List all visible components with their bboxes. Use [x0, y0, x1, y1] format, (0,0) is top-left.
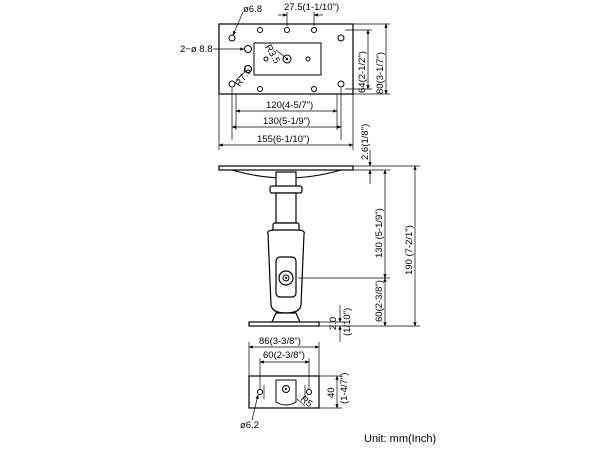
label-height-190: 190 (7-2/1"): [404, 225, 415, 275]
label-width-120: 120(4-5/7"): [266, 100, 313, 111]
label-width-155: 155(6-1/10"): [257, 134, 310, 145]
label-base-thickness: 2.0: [328, 317, 339, 330]
bottom-hole: [306, 389, 312, 395]
label-inner-height: 64(2-1/2"): [357, 51, 368, 93]
label-bottom-hole-dia: ø6.2: [240, 420, 259, 431]
label-height-40-in: (1-4/7"): [339, 373, 350, 404]
corner-hole: [228, 34, 236, 42]
label-outer-height: 80(3-1/7"): [375, 52, 386, 94]
side-view: [218, 150, 420, 342]
label-height-130: 130 (5-1/9"): [374, 208, 385, 258]
label-height-60: 60(2-3/8"): [374, 280, 385, 322]
bottom-hole: [257, 389, 263, 395]
label-top-hole-dia: ø6.8: [243, 4, 262, 15]
top-plate-slot: [253, 42, 322, 76]
pitch-hole: [284, 27, 290, 33]
bottom-plate-view: [248, 342, 342, 421]
mount-hole: [244, 65, 252, 73]
side-collar: [269, 185, 303, 194]
mount-hole: [244, 45, 252, 53]
center-hole: [282, 54, 292, 64]
side-base-plate: [248, 321, 320, 327]
pitch-hole: [311, 86, 317, 92]
side-top-plate: [218, 165, 354, 171]
top-plate-view: [213, 11, 390, 150]
label-base-thickness-in: (1/10"): [342, 308, 353, 336]
label-mount-holes: 2−ø 8.8: [180, 44, 212, 55]
label-width-60: 60(2-3/8"): [263, 350, 305, 361]
side-pole: [275, 192, 297, 224]
pitch-hole: [257, 27, 263, 33]
corner-hole: [337, 34, 345, 42]
corner-hole: [228, 80, 236, 88]
pitch-hole: [311, 27, 317, 33]
label-height-40: 40: [326, 387, 337, 398]
label-hole-pitch: 27.5(1-1/10"): [284, 2, 339, 13]
unit-note: Unit: mm(Inch): [364, 433, 436, 445]
corner-hole: [337, 80, 345, 88]
pitch-hole: [257, 86, 263, 92]
label-plate-thickness: 2.6(1/8"): [360, 124, 371, 160]
label-width-86: 86(3-3/8"): [259, 336, 301, 347]
label-width-130: 130(5-1/9"): [263, 116, 310, 127]
